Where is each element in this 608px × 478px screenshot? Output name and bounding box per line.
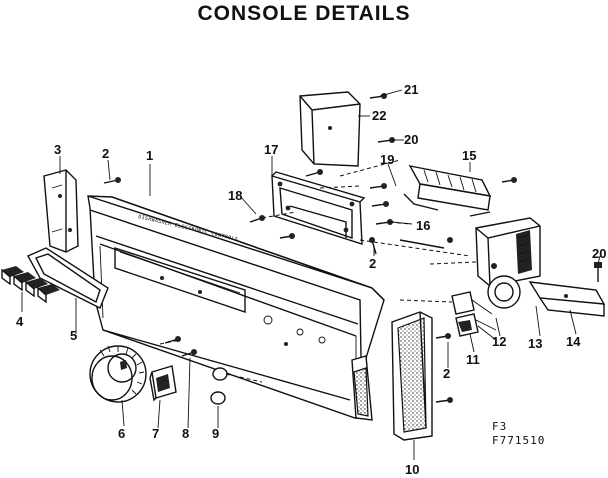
callout-20a: 20 — [404, 132, 418, 147]
callout-11: 11 — [466, 352, 480, 367]
callout-2b: 2 — [369, 256, 376, 271]
callout-12: 12 — [492, 334, 506, 349]
callout-numbers: 1 2 2 2 3 4 5 6 7 8 9 10 11 12 13 14 15 … — [16, 82, 606, 477]
callout-9: 9 — [212, 426, 219, 441]
callout-7: 7 — [152, 426, 159, 441]
diagram-title: CONSOLE DETAILS — [197, 2, 411, 25]
callout-3: 3 — [54, 142, 61, 157]
connectors — [451, 291, 497, 341]
figure-code-1: F3 — [492, 420, 508, 433]
figure-code-2: F771510 — [492, 434, 546, 447]
cover — [299, 91, 361, 167]
timer — [475, 217, 541, 309]
callout-19: 19 — [380, 152, 394, 167]
knob-caps — [210, 367, 263, 405]
callout-15: 15 — [462, 148, 476, 163]
callout-14: 14 — [566, 334, 581, 349]
callout-20b: 20 — [592, 246, 606, 261]
callout-10: 10 — [405, 462, 419, 477]
callout-2a: 2 — [102, 146, 109, 161]
left-end-bracket — [43, 169, 79, 253]
push-buttons — [1, 266, 60, 304]
leader-lines — [21, 89, 601, 460]
callout-17: 17 — [264, 142, 278, 157]
timer-knob — [89, 345, 147, 403]
switch — [149, 365, 177, 402]
callout-8: 8 — [182, 426, 189, 441]
callout-2c: 2 — [443, 366, 450, 381]
right-end-cap — [391, 311, 433, 441]
bezel — [27, 247, 109, 309]
callout-21: 21 — [404, 82, 418, 97]
control-bracket — [271, 171, 366, 245]
callout-13: 13 — [528, 336, 542, 351]
terminal-block — [403, 165, 492, 217]
callout-22: 22 — [372, 108, 386, 123]
mounting-bracket — [528, 281, 606, 317]
callout-18: 18 — [228, 188, 242, 203]
callout-6: 6 — [118, 426, 125, 441]
callout-5: 5 — [70, 328, 77, 343]
callout-1: 1 — [146, 148, 153, 163]
callout-4: 4 — [16, 314, 24, 329]
callout-16: 16 — [416, 218, 430, 233]
